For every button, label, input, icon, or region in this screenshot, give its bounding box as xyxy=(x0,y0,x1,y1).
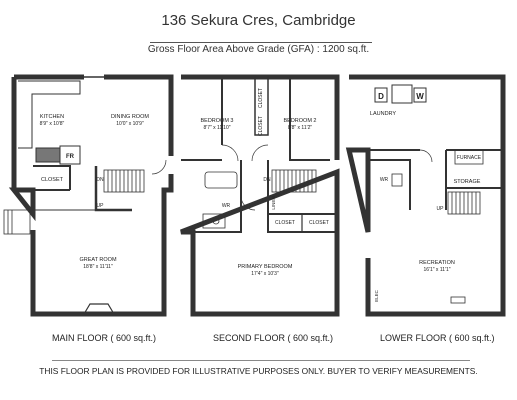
linen-tag: LINEN xyxy=(271,196,276,209)
dining-room-name: DINING ROOM xyxy=(111,114,149,120)
kitchen-name: KITCHEN xyxy=(40,114,64,120)
stairs-down-tag: DN xyxy=(263,177,271,183)
closet-tag: CLOSET xyxy=(258,116,264,136)
washroom-tag: WR xyxy=(222,203,231,209)
furnace-tag: FURNACE xyxy=(457,155,482,161)
laundry-name: LAUNDRY xyxy=(370,111,397,117)
main-floor-label: MAIN FLOOR ( 600 sq.ft.) xyxy=(52,333,157,343)
lower-floor-labels: D W LAUNDRY FURNACE STORAGE WR UP RECREA… xyxy=(370,92,482,302)
main-floor-plan xyxy=(3,74,174,317)
recreation-name: RECREATION xyxy=(419,260,455,266)
kitchen-dim: 8'9" x 10'8" xyxy=(40,121,65,127)
disclaimer-footer: THIS FLOOR PLAN IS PROVIDED FOR ILLUSTRA… xyxy=(39,366,478,376)
bedroom-3-dim: 8'7" x 11'10" xyxy=(203,125,230,131)
primary-bedroom-name: PRIMARY BEDROOM xyxy=(238,264,293,270)
subtitle-rule xyxy=(150,42,372,43)
stairs-down-tag: DN xyxy=(96,177,104,183)
washer-tag: W xyxy=(416,92,424,101)
dining-room-dim: 10'0" x 10'9" xyxy=(116,121,144,127)
closet-tag: CLOSET xyxy=(309,220,329,226)
stairs-up-tag: UP xyxy=(437,206,445,212)
bedroom-2-dim: 8'8" x 11'2" xyxy=(288,125,312,131)
great-room-name: GREAT ROOM xyxy=(79,257,116,263)
footer-rule xyxy=(52,360,470,361)
main-floor-labels: KITCHEN 8'9" x 10'8" DINING ROOM 10'0" x… xyxy=(40,114,150,270)
stairs-up-tag: UP xyxy=(97,203,105,209)
closet-tag: CLOSET xyxy=(258,88,264,108)
closet-tag: CLOSET xyxy=(275,220,295,226)
fridge-tag: FR xyxy=(66,154,75,160)
second-floor-plan xyxy=(180,74,340,317)
page-subtitle: Gross Floor Area Above Grade (GFA) : 120… xyxy=(147,44,370,55)
closet-tag: CLOSET xyxy=(41,177,64,183)
primary-bedroom-dim: 17'4" x 10'3" xyxy=(251,271,279,277)
bedroom-2-name: BEDROOM 2 xyxy=(283,118,316,124)
second-floor-label: SECOND FLOOR ( 600 sq.ft.) xyxy=(213,333,334,343)
lower-floor-plan xyxy=(345,74,506,317)
great-room-dim: 18'8" x 11'11" xyxy=(83,264,113,270)
recreation-dim: 16'1" x 11'1" xyxy=(423,267,450,273)
page-title: 136 Sekura Cres, Cambridge xyxy=(161,12,356,29)
lower-floor-label: LOWER FLOOR ( 600 sq.ft.) xyxy=(380,333,495,343)
dryer-tag: D xyxy=(378,92,384,101)
bedroom-3-name: BEDROOM 3 xyxy=(200,118,233,124)
second-floor-labels: BEDROOM 3 8'7" x 11'10" BEDROOM 2 8'8" x… xyxy=(200,88,329,277)
electrical-panel-tag: ELEC xyxy=(374,289,379,302)
storage-name: STORAGE xyxy=(454,179,481,185)
washroom-tag: WR xyxy=(380,177,389,183)
